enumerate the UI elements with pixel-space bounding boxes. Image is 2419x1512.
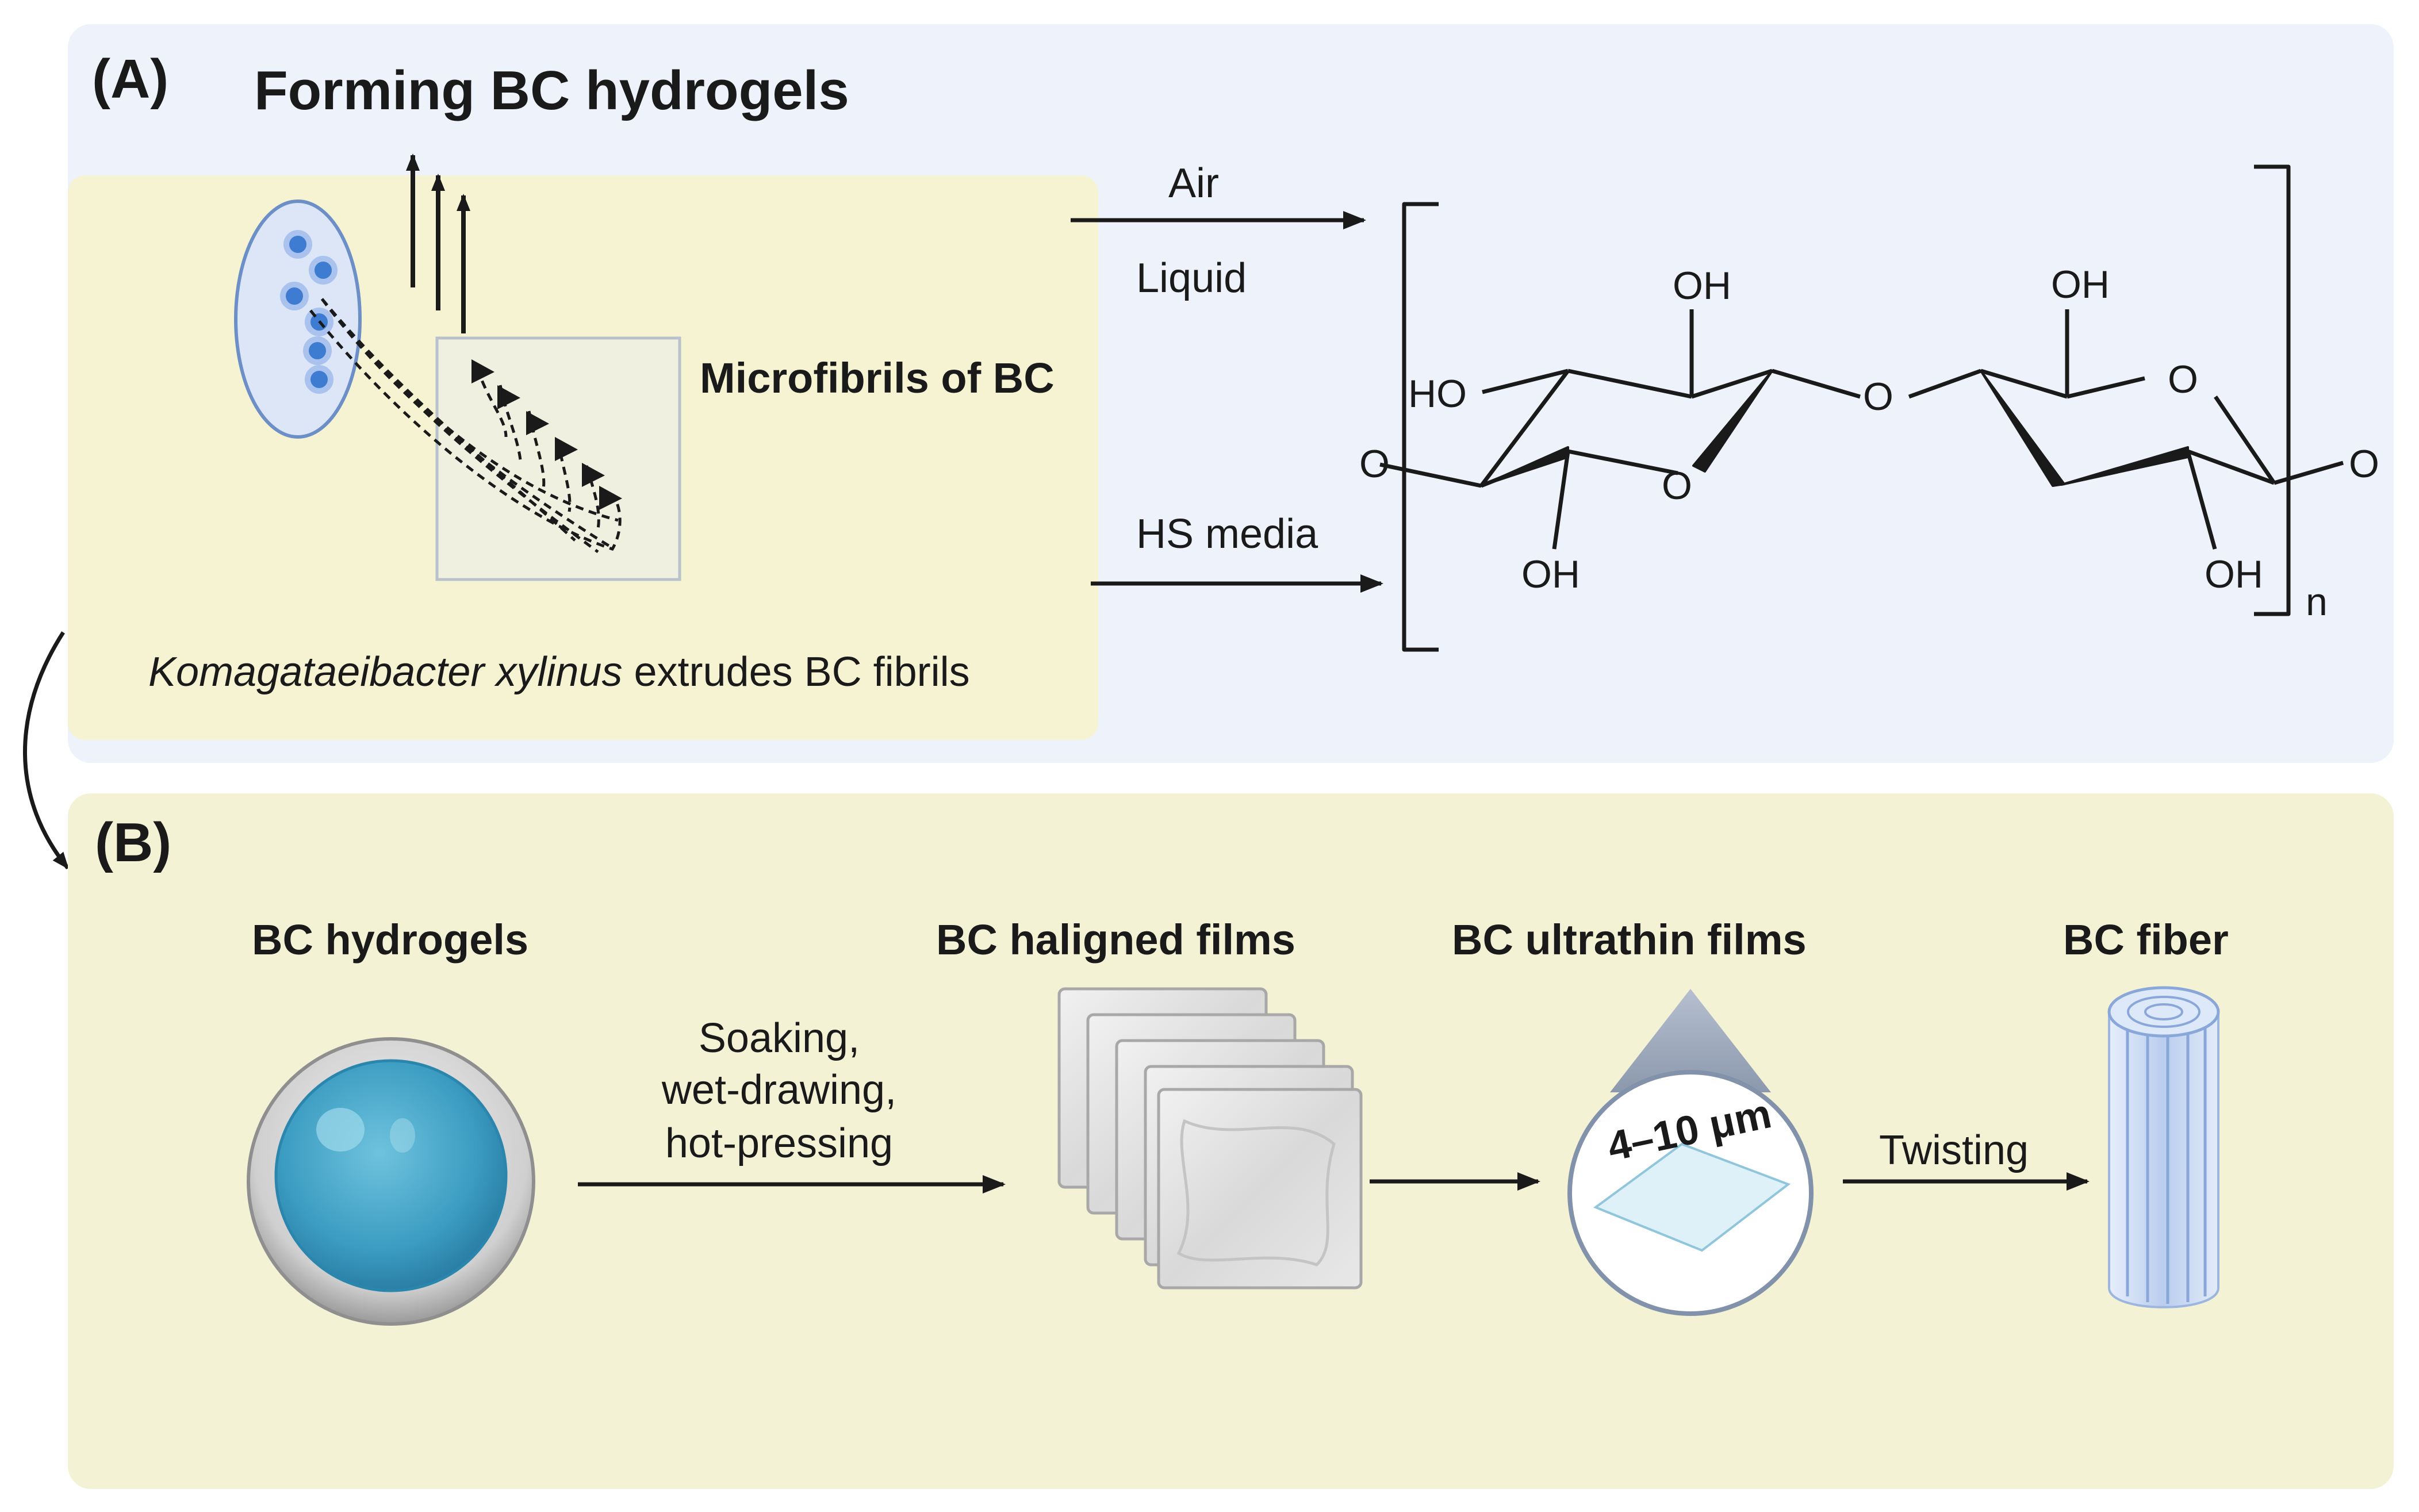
microfibril-arrowheads (471, 359, 622, 510)
air-label: Air (1168, 160, 1219, 206)
svg-text:HO: HO (1408, 372, 1467, 416)
svg-text:OH: OH (2051, 263, 2110, 306)
svg-text:O: O (2168, 358, 2198, 401)
svg-text:OH: OH (1521, 552, 1580, 596)
microfibrils-label: Microfibrils of BC (700, 354, 1055, 402)
process-line-1: Soaking, (699, 1015, 860, 1061)
cellulose-structure: OH OH HO O O O O O OH OH n (1359, 164, 2379, 652)
svg-text:n: n (2306, 580, 2328, 624)
svg-text:OH: OH (1673, 264, 1731, 308)
process-line-2: wet-drawing, (661, 1067, 896, 1113)
bacterium-caption-rest: extrudes BC fibrils (622, 649, 969, 695)
svg-text:OH: OH (2205, 552, 2263, 596)
svg-text:O: O (2349, 442, 2379, 486)
svg-text:O: O (1662, 464, 1692, 508)
hs-media-label: HS media (1136, 511, 1318, 557)
svg-text:O: O (1863, 375, 1893, 419)
liquid-label: Liquid (1136, 255, 1247, 301)
microfibril-strands (309, 298, 622, 554)
panel-a-title: Forming BC hydrogels (254, 60, 849, 121)
ultrathin-films-label: BC ultrathin films (1452, 916, 1807, 964)
panel-connector-arrow (23, 631, 70, 870)
bacterium-name: Komagataeibacter xylinus (148, 649, 622, 695)
bacterium-caption: Komagataeibacter xylinus extrudes BC fib… (148, 649, 970, 695)
hydrogel-sphere-icon (247, 1037, 535, 1326)
film-stack-icon (1057, 987, 1363, 1290)
hydrogels-label: BC hydrogels (252, 916, 528, 964)
panel-a-tag: (A) (92, 48, 168, 110)
svg-text:O: O (1359, 442, 1390, 486)
fiber-label: BC fiber (2063, 916, 2229, 964)
twisting-label: Twisting (1879, 1127, 2029, 1173)
panel-b-tag: (B) (95, 812, 171, 873)
fiber-icon (2107, 986, 2220, 1308)
aligned-films-label: BC haligned films (936, 916, 1295, 964)
ultrathin-film-icon: 4–10 μm (1567, 989, 1814, 1316)
process-line-3: hot-pressing (665, 1120, 893, 1166)
bacterium-icon (234, 199, 362, 439)
upward-arrows (406, 153, 470, 333)
